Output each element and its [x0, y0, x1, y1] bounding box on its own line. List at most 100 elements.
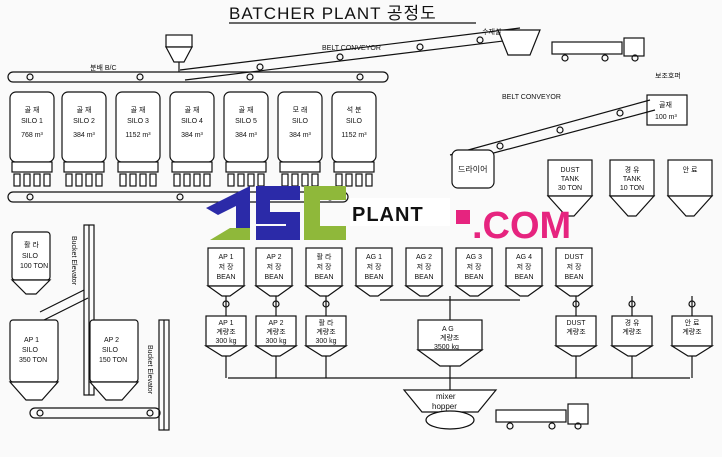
- silo-4-line3: 384 m³: [181, 132, 203, 139]
- silo-6-line2: SILO: [292, 118, 309, 125]
- silo-5-line2: SILO 5: [235, 118, 257, 125]
- silo-group: 골 재 SILO 1 768 m³ 골 재 SILO 2 384 m³ 골 재 SILO 3 1…: [9, 91, 377, 187]
- bin-6-line2: 저 장: [467, 262, 482, 271]
- silo-6-line3: 384 m³: [289, 132, 311, 139]
- bin-1-line1: AP 1: [218, 254, 233, 261]
- bin-7-line2: 저 장: [517, 262, 532, 271]
- ag-weigh-line1: A G: [442, 326, 454, 333]
- silo-7-line2: SILO: [346, 118, 363, 125]
- bin-7-line1: AG 4: [516, 254, 532, 261]
- label-receiving-hopper: 수재실: [482, 27, 501, 36]
- silo-7: 석 분 SILO 1152 m³: [331, 91, 377, 187]
- left-inclined-conveyor: [39, 289, 89, 321]
- ap2-silo-line3: 150 TON: [99, 357, 127, 364]
- filler-silo-line1: 활 라: [24, 240, 39, 249]
- silo-2-line1: 골 재: [77, 106, 92, 114]
- weigh-hopper-1-line2: 계량조: [216, 327, 236, 336]
- label-belt-conveyor-mid: BELT CONVEYOR: [502, 94, 561, 101]
- bin-8-line1: DUST: [564, 254, 584, 261]
- truck-top-icon: [551, 37, 645, 62]
- silo-7-line3: 1152 m³: [341, 132, 367, 139]
- dryer-label: 드라이어: [458, 164, 487, 174]
- bin-7-line3: BEAN: [514, 274, 533, 281]
- silo-1-line3: 768 m³: [21, 132, 43, 139]
- filler-silo-line3: 100 TON: [20, 263, 48, 270]
- ag-weigh-line2: 계량조: [440, 333, 460, 342]
- logo-text-plant: PLANT: [352, 204, 424, 226]
- dryer: [451, 149, 495, 189]
- weigh-hopper-5-line2: 계량조: [622, 327, 642, 336]
- mixer-hopper: [402, 389, 498, 430]
- bin-6-line3: BEAN: [464, 274, 483, 281]
- weigh-hopper-2-line2: 계량조: [266, 327, 286, 336]
- tank-1-line1: DUST: [560, 167, 580, 174]
- bin-4-line1: AG 1: [366, 254, 382, 261]
- tank-1-line3: 30 TON: [558, 185, 582, 192]
- label-belt-conveyor-top: BELT CONVEYOR: [322, 45, 381, 52]
- filler-silo: [10, 231, 52, 295]
- silo-6-line1: 모 래: [293, 105, 308, 114]
- bin-1: AP 1저 장 BEAN: [206, 247, 246, 297]
- bin-2-line2: 저 장: [267, 262, 282, 271]
- ap1-silo: [8, 319, 60, 401]
- bin-1-line3: BEAN: [216, 274, 235, 281]
- weigh-hopper-2-line1: AP 2: [268, 320, 283, 327]
- truck-bottom-icon: [495, 403, 589, 430]
- silo-2-line2: SILO 2: [73, 118, 95, 125]
- tank-2-line1: 경 유: [625, 165, 640, 174]
- bin-2-line1: AP 2: [266, 254, 281, 261]
- ap1-silo-line2: SILO: [22, 347, 39, 354]
- silo-collection-belt: [7, 191, 349, 203]
- silo-2-line3: 384 m³: [73, 132, 95, 139]
- tank-2-line3: 10 TON: [620, 185, 644, 192]
- feed-hopper-top: [165, 34, 193, 72]
- weigh-hopper-3-line3: 300 kg: [315, 338, 336, 345]
- tank-2: 경 유 TANK 10 TON: [608, 159, 656, 217]
- silo-5-line1: 골 재: [239, 106, 254, 114]
- bin-2-line3: BEAN: [264, 274, 283, 281]
- bin-1-line2: 저 장: [219, 262, 234, 271]
- silo-1-line2: SILO 1: [21, 118, 43, 125]
- bin-8-line2: 저 장: [567, 262, 582, 271]
- tank-3: 안 료: [666, 159, 714, 217]
- weigh-hopper-1-line3: 300 kg: [215, 338, 236, 345]
- weigh-hopper-6-line1: 안 료: [685, 318, 700, 327]
- silo-4-line2: SILO 4: [181, 118, 203, 125]
- distribution-belt: [7, 71, 389, 83]
- weigh-hopper-3-line1: 활 라: [319, 318, 334, 327]
- bin-2: AP 2저 장 BEAN: [254, 247, 294, 297]
- silo-5-line3: 384 m³: [235, 132, 257, 139]
- bin-5-line2: 저 장: [417, 262, 432, 271]
- bin-3-line1: 활 라: [317, 252, 332, 261]
- bin-7: AG 4저 장 BEAN: [504, 247, 544, 297]
- ap2-silo: [88, 319, 140, 401]
- bucket-elevator-2: [158, 319, 170, 431]
- label-distribution-bc: 분배 B/C: [90, 63, 117, 72]
- silo-4-line1: 골 재: [185, 106, 200, 114]
- bin-8-line3: BEAN: [564, 274, 583, 281]
- top-belt-conveyor: [179, 27, 529, 81]
- label-bucket-elevator-1: Bucket Elevator: [70, 236, 77, 286]
- silo-3-line1: 골 재: [131, 106, 146, 114]
- silo-7-line1: 석 분: [347, 105, 362, 114]
- bin-3-line2: 저 장: [317, 262, 332, 271]
- tank-2-line2: TANK: [623, 176, 641, 183]
- label-auxiliary-hopper: 보조호퍼: [655, 71, 681, 80]
- aux-hopper-line2: 100 m³: [655, 114, 677, 121]
- silo-3-line2: SILO 3: [127, 118, 149, 125]
- weigh-hopper-6-line2: 계량조: [682, 327, 702, 336]
- bucket-elevator-1: [83, 224, 95, 396]
- aux-hopper-line1: 골재: [659, 101, 672, 109]
- watermark-logo: PLANT .COM: [206, 186, 571, 247]
- tank-3-line1: 안 료: [683, 165, 698, 174]
- receiving-hopper: [497, 29, 541, 56]
